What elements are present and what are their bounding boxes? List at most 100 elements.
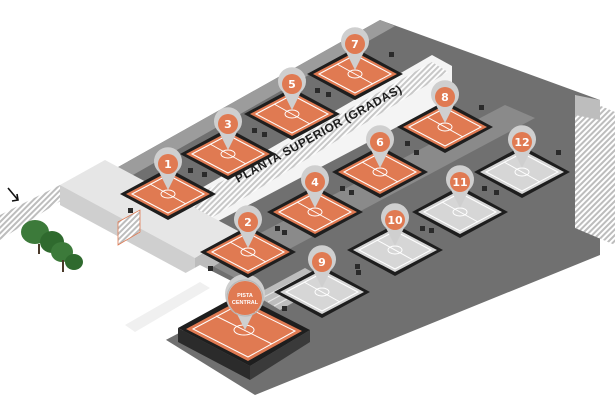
- hoop-icon: [420, 226, 425, 231]
- court-midline: [273, 103, 311, 125]
- hoop-icon: [414, 150, 419, 155]
- back-wall: [95, 20, 395, 188]
- court-pin-12[interactable]: 12: [508, 125, 536, 168]
- court-pin-1[interactable]: 1: [154, 147, 183, 190]
- court-lines: [277, 192, 353, 232]
- court-midline: [229, 241, 267, 263]
- court-lines: [342, 152, 418, 192]
- hoop-icon: [429, 228, 434, 233]
- pin-badge: [158, 154, 178, 174]
- court-6[interactable]: 6: [332, 125, 428, 198]
- right-wall: [575, 95, 615, 245]
- outside-ground: [0, 185, 200, 315]
- court-lines: [484, 152, 560, 192]
- court-8[interactable]: 8: [397, 80, 493, 153]
- hoop-icon: [355, 264, 360, 269]
- court-midline: [209, 143, 247, 165]
- pin-badge: [512, 132, 532, 152]
- court-pin-2[interactable]: 2: [234, 205, 262, 248]
- court-pin-7[interactable]: 7: [341, 27, 369, 70]
- court-number: 12: [514, 136, 529, 149]
- hoop-icon: [349, 190, 354, 195]
- court-pin-6[interactable]: 6: [366, 125, 394, 168]
- central-court-label-line2: CENTRAL: [232, 300, 259, 306]
- court-pin-11[interactable]: 11: [446, 165, 474, 208]
- court-number: 7: [351, 38, 359, 51]
- pin-badge: [450, 172, 470, 192]
- court-lines: [284, 272, 360, 312]
- hoop-icon: [188, 168, 193, 173]
- court-number: 10: [387, 214, 403, 227]
- hoop-icon: [202, 172, 207, 177]
- court-number: 9: [318, 256, 326, 269]
- court-1[interactable]: 1: [120, 147, 216, 220]
- court-4[interactable]: 4: [267, 165, 363, 238]
- hoop-icon: [252, 128, 257, 133]
- pin-badge: [312, 252, 332, 272]
- hoop-icon: [479, 105, 484, 110]
- hoop-icon: [326, 92, 331, 97]
- court-12[interactable]: 12: [474, 125, 570, 198]
- pin-badge: [385, 210, 405, 230]
- hoop-icon: [405, 141, 410, 146]
- court-number: 4: [311, 176, 319, 189]
- pin-badge: [218, 114, 238, 134]
- court-number: 5: [288, 78, 296, 91]
- hoop-icon: [208, 266, 213, 271]
- court-pin-5[interactable]: 5: [278, 67, 306, 110]
- court-midline: [303, 281, 341, 303]
- court-2[interactable]: 2: [200, 205, 296, 278]
- court-number: 1: [164, 158, 172, 171]
- court-midline: [441, 201, 479, 223]
- court-lines: [210, 232, 286, 272]
- court-pin-8[interactable]: 8: [431, 80, 460, 123]
- court-lines: [407, 107, 483, 147]
- pin-badge: [345, 34, 365, 54]
- court-lines: [317, 54, 393, 94]
- court-11[interactable]: 11: [412, 165, 508, 238]
- hoop-icon: [282, 306, 287, 311]
- court-number: 11: [452, 176, 467, 189]
- pin-badge: [305, 172, 325, 192]
- court-midline: [336, 63, 374, 85]
- court-pin-10[interactable]: 10: [381, 203, 410, 246]
- court-3[interactable]: 3: [180, 107, 276, 180]
- far-right-wall: [575, 95, 600, 120]
- pin-badge: [435, 87, 455, 107]
- hoop-icon: [482, 186, 487, 191]
- court-5[interactable]: 5: [244, 67, 340, 140]
- court-midline: [361, 161, 399, 183]
- court-number: 6: [376, 136, 384, 149]
- court-number: 8: [441, 91, 449, 104]
- hoop-icon: [389, 52, 394, 57]
- court-lines: [190, 134, 266, 174]
- central-court[interactable]: PISTA CENTRAL: [178, 274, 310, 380]
- entrance-gate: [117, 209, 141, 246]
- court-7[interactable]: 7: [307, 27, 403, 100]
- court-lines: [130, 174, 206, 214]
- court-pin-3[interactable]: 3: [214, 107, 242, 150]
- pin-badge: [238, 212, 258, 232]
- court-pin-4[interactable]: 4: [300, 165, 329, 208]
- pin-badge: [282, 74, 302, 94]
- hoop-icon: [340, 186, 345, 191]
- court-pin-9[interactable]: 9: [307, 245, 336, 288]
- court-midline: [149, 183, 187, 205]
- court-number: 3: [224, 118, 232, 131]
- hoop-icon: [128, 208, 133, 213]
- pin-badge: [370, 132, 390, 152]
- hoop-icon: [494, 190, 499, 195]
- court-9[interactable]: 9: [274, 245, 370, 318]
- hoop-icon: [262, 132, 267, 137]
- hoop-icon: [356, 270, 361, 275]
- court-10[interactable]: 10: [347, 203, 443, 276]
- trees: [21, 220, 83, 272]
- court-midline: [503, 161, 541, 183]
- court-lines: [357, 230, 433, 270]
- central-court-pin[interactable]: PISTA CENTRAL: [225, 274, 265, 330]
- court-midline: [296, 201, 334, 223]
- corridor-edge: [125, 282, 210, 332]
